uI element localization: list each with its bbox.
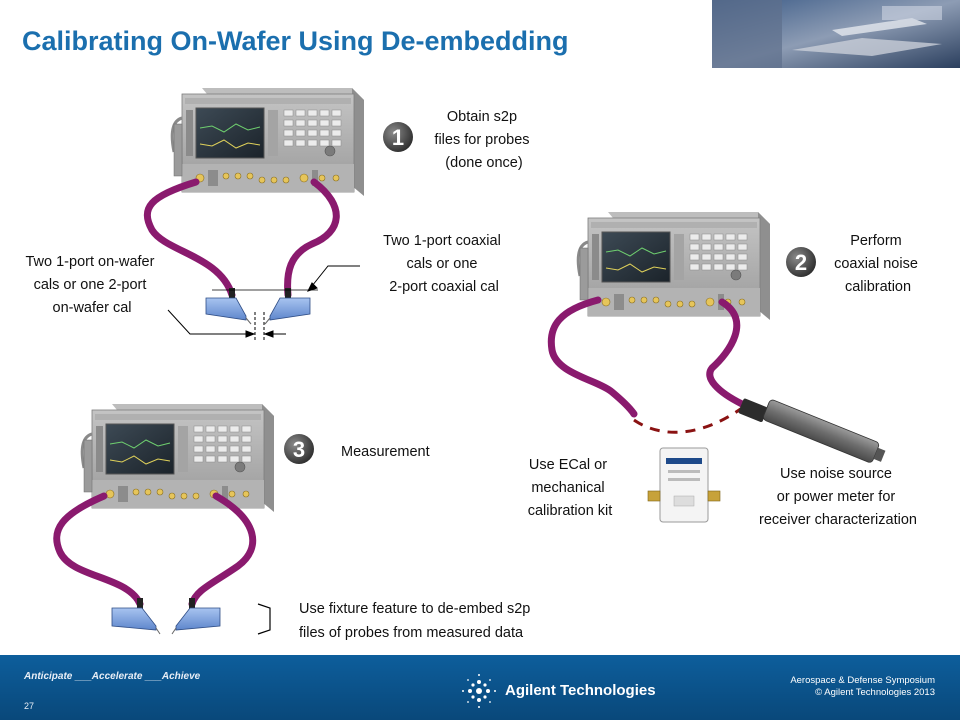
fixture-bracket <box>257 603 271 635</box>
copyright: © Agilent Technologies 2013 <box>815 687 935 699</box>
footer-bar <box>0 655 960 720</box>
calibration-plane-markers <box>167 265 360 342</box>
ecal-label: Use ECal or mechanical calibration kit <box>528 457 613 519</box>
cable-1-left <box>144 178 236 299</box>
step-1-text: Obtain s2p files for probes (done once) <box>434 109 533 171</box>
cable-1-right <box>284 178 340 299</box>
footer-tagline: Anticipate ___Accelerate ___Achieve <box>24 671 201 682</box>
fixture-label: Use fixture feature to de-embed s2p file… <box>299 601 534 641</box>
cable-3-left <box>53 492 144 608</box>
step-badge-3: 3 <box>284 434 314 464</box>
onwafer-cal-label: Two 1-port on-wafer cals or one 2-port o… <box>26 254 159 316</box>
step-badge-2: 2 <box>786 247 816 277</box>
step-badge-1: 1 <box>383 122 413 152</box>
network-analyzer-1 <box>170 86 366 198</box>
probe-pair-1 <box>205 288 311 325</box>
symposium-info: Aerospace & Defense Symposium © Agilent … <box>760 675 935 700</box>
network-analyzer-2 <box>576 210 772 322</box>
slide-number: 27 <box>24 701 35 711</box>
header-photo <box>712 0 960 68</box>
brand-name: Agilent Technologies <box>505 682 656 699</box>
network-analyzer-3 <box>80 402 276 514</box>
cable-2-right <box>706 298 746 408</box>
probe-pair-3 <box>111 598 221 635</box>
cable-3-right <box>188 492 257 608</box>
symposium-name: Aerospace & Defense Symposium <box>790 675 935 686</box>
step-number-1: 1 <box>392 125 404 150</box>
step-number-3: 3 <box>293 437 305 462</box>
step-3-text: Measurement <box>341 444 430 460</box>
agilent-spark-logo-icon <box>462 674 496 708</box>
page-title: Calibrating On-Wafer Using De-embedding <box>22 26 569 56</box>
step-2-text: Perform coaxial noise calibration <box>834 233 922 295</box>
calibration-connection-dashed <box>633 406 743 434</box>
diagram-canvas: 1 2 3 Obtain s2p files for probes (done … <box>26 86 922 641</box>
noise-source-label: Use noise source or power meter for rece… <box>759 466 917 528</box>
step-number-2: 2 <box>795 250 807 275</box>
cable-2-left <box>547 296 638 418</box>
noise-source <box>738 398 886 463</box>
ecal-module <box>647 447 721 523</box>
coaxial-cal-label: Two 1-port coaxial cals or one 2-port co… <box>383 233 505 295</box>
